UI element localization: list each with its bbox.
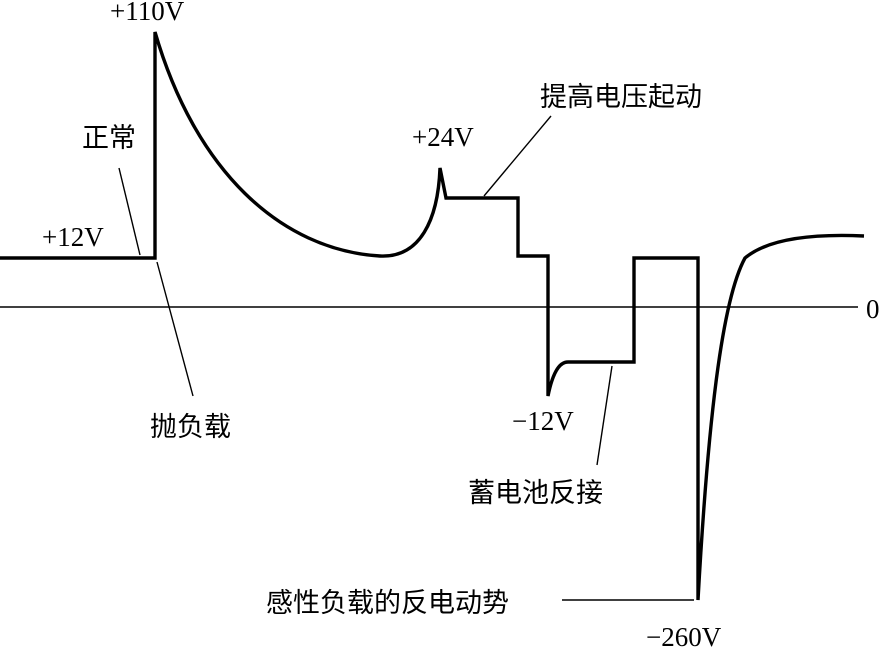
label-raise-voltage-start: 提高电压起动 xyxy=(540,82,702,113)
label-minus-260v: −260V xyxy=(646,622,722,652)
label-inductive-back-emf: 感性负载的反电动势 xyxy=(266,588,509,619)
label-zero: 0 xyxy=(866,294,880,324)
voltage-waveform xyxy=(0,31,865,601)
label-battery-reverse: 蓄电池反接 xyxy=(468,478,603,509)
label-normal: 正常 xyxy=(82,123,136,154)
label-plus-12v: +12V xyxy=(42,222,104,252)
label-peak-110v: +110V xyxy=(110,0,185,26)
label-load-dump: 抛负载 xyxy=(150,412,231,443)
leader-battery-reverse xyxy=(596,365,613,466)
leader-normal xyxy=(118,167,141,256)
leader-load-dump xyxy=(156,261,194,397)
label-plus-24v: +24V xyxy=(412,122,474,152)
leader-raise-voltage xyxy=(483,115,552,197)
label-minus-12v: −12V xyxy=(512,406,574,436)
